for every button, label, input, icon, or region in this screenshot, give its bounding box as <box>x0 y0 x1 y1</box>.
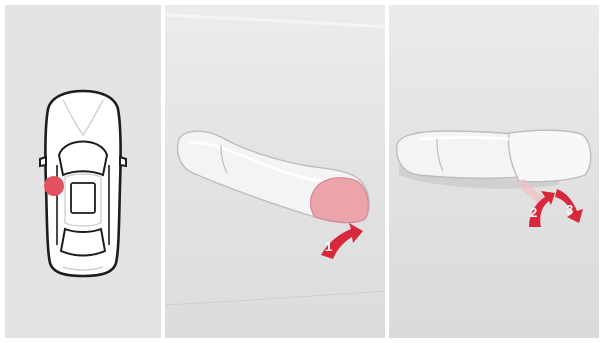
door-handle-pull-illustration: 2 3 <box>389 5 599 338</box>
press-arrow: 1 <box>321 223 363 259</box>
right-mirror <box>120 157 126 166</box>
left-mirror <box>40 157 46 166</box>
handle-front-highlight <box>311 178 369 223</box>
sunroof <box>71 183 95 213</box>
panel-pull-handle: 2 3 <box>389 5 599 338</box>
car-top-view-illustration <box>5 5 161 338</box>
door-handle-grip <box>508 130 590 182</box>
panel-car-top-view <box>5 5 161 338</box>
door-handle-marker <box>44 176 64 196</box>
arrow-step-3: 3 <box>555 189 583 223</box>
step-3-label: 3 <box>566 202 573 217</box>
step-1-label: 1 <box>325 239 332 254</box>
door-handle-press-illustration: 1 <box>165 5 385 338</box>
panel-press-handle: 1 <box>165 5 385 338</box>
rear-window <box>61 229 105 256</box>
step-2-label: 2 <box>530 205 537 220</box>
windshield <box>59 142 107 176</box>
